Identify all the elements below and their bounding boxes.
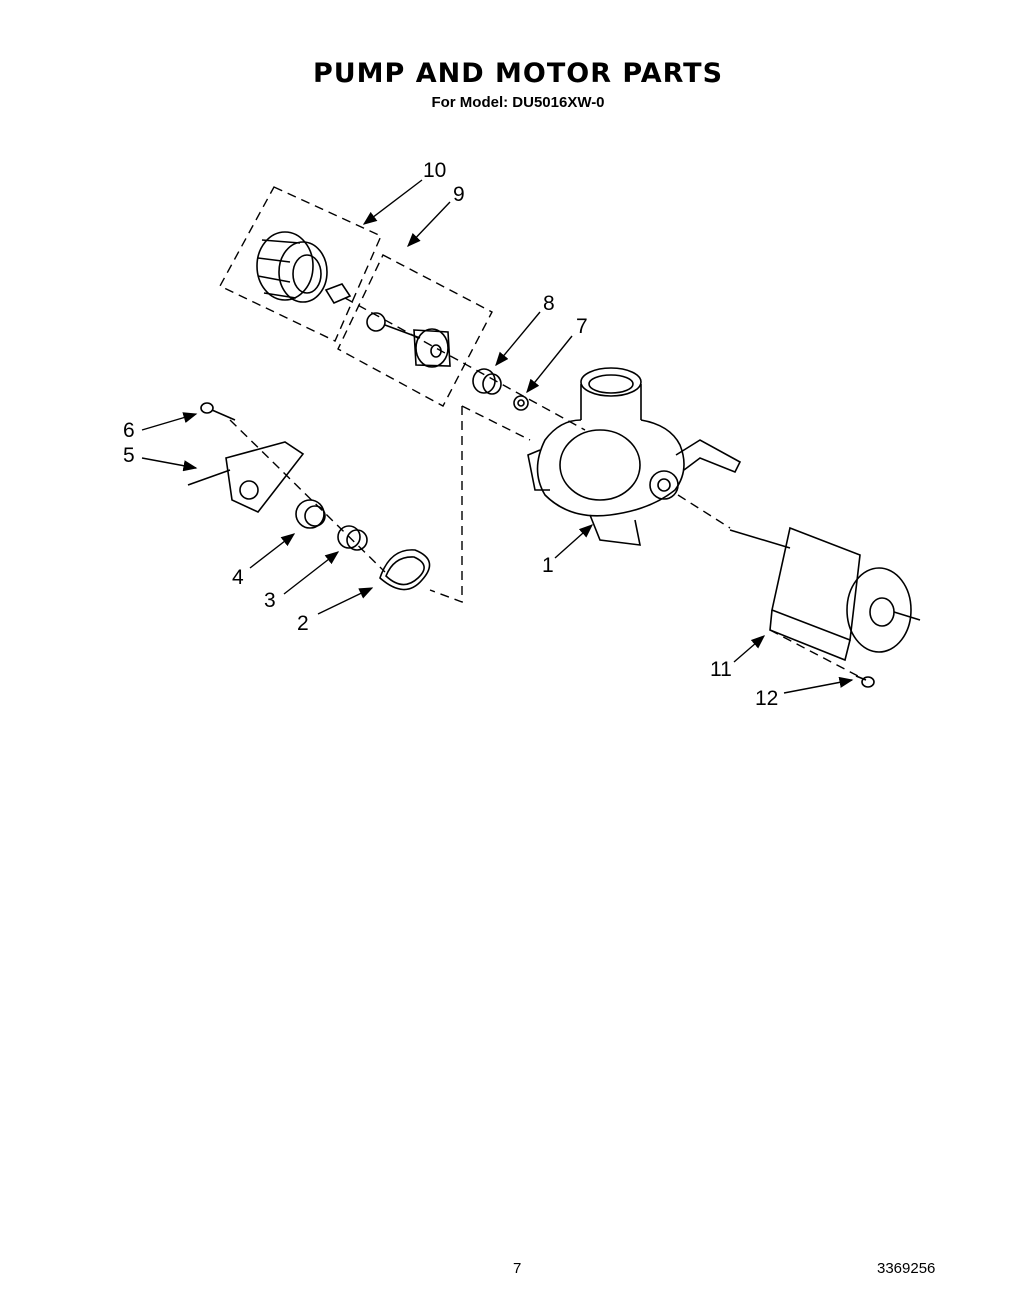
part-10-filter [256,231,352,305]
leader-1 [554,524,594,559]
callout-1: 1 [542,554,554,577]
leader-3 [283,551,340,595]
part-11-motor [729,526,921,662]
leader-6 [141,412,198,431]
callout-11: 11 [710,658,732,681]
callout-4: 4 [232,566,244,589]
centerline-screw [769,629,859,677]
centerline-lower [229,419,386,573]
callout-10: 10 [423,159,446,182]
leader-5 [141,457,198,472]
leader-12 [783,676,854,694]
centerline-upper [344,297,586,431]
callout-6: 6 [123,419,135,442]
callout-8: 8 [543,292,555,315]
page-number: 7 [513,1260,522,1277]
part-12-screw [855,675,875,688]
callout-3: 3 [264,589,276,612]
leader-10 [362,179,423,225]
kit-box-9 [337,254,493,407]
part-1-pump-housing [527,367,742,546]
callout-5: 5 [123,444,135,467]
kit-box-10 [219,186,382,342]
part-5-cover-bracket [187,441,305,513]
callout-12: 12 [755,687,778,710]
part-2-gasket [379,549,431,591]
callout-7: 7 [576,315,588,338]
leader-8 [495,311,541,367]
callout-2: 2 [297,612,309,635]
part-7-washer [513,395,529,411]
centerline-motor [677,494,731,529]
part-9-impeller [366,312,451,368]
gasket-leader-dashed [429,406,463,604]
part-3-seal-cup [337,525,368,551]
part-6-screw [200,402,236,421]
document-number: 3369256 [877,1260,936,1277]
leader-11 [733,635,766,663]
model-subtitle: For Model: DU5016XW-0 [431,94,605,111]
callout-9: 9 [453,183,465,206]
page-title: PUMP AND MOTOR PARTS [312,58,724,89]
part-4-bearing [295,499,326,529]
leader-9 [407,201,451,248]
leader-7 [526,335,573,394]
housing-leader-dashed [461,405,531,441]
leader-2 [317,587,374,615]
leader-4 [249,533,296,569]
